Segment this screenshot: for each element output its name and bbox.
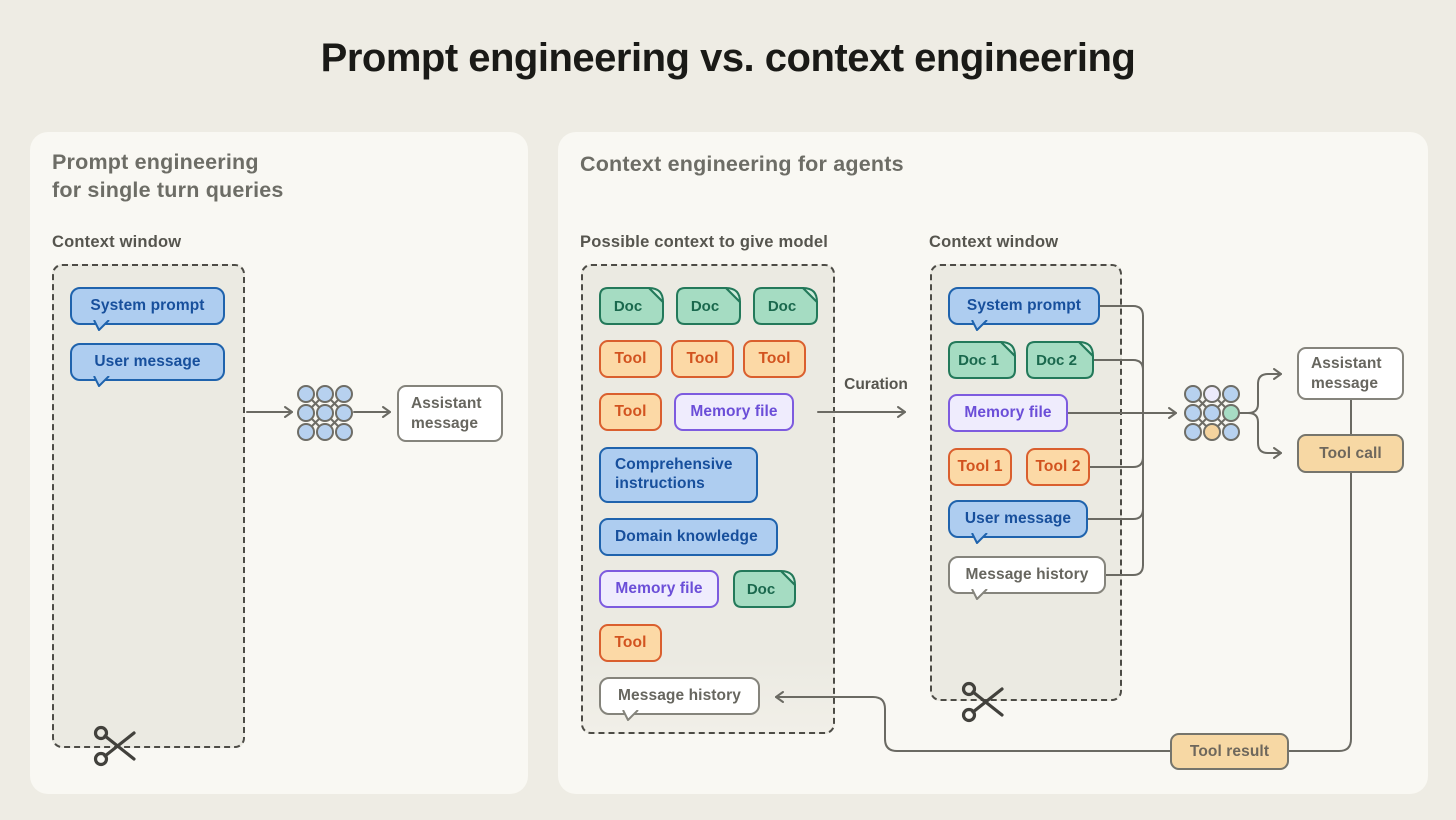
box-label: Assistant message [411,395,482,432]
chip-label: System prompt [966,297,1082,314]
neural-network-icon [297,385,353,441]
chip-system-prompt: System prompt [70,287,225,331]
box-tool-call: Tool call [1297,434,1404,473]
right-context-window-box [930,264,1122,701]
left-context-window-box [52,264,245,748]
chip-label: User message [94,353,201,370]
document-icon [1026,341,1094,379]
box-assistant-message: Assistant message [1297,347,1404,400]
chip-label: Domain knowledge [615,527,758,545]
document-icon [599,287,664,325]
chip-tool: Tool [599,624,662,662]
page-title: Prompt engineering vs. context engineeri… [320,36,1136,80]
chip-label: Tool [758,350,791,367]
chip-memory-file: Memory file [599,570,719,608]
document-icon [733,570,796,608]
chip-label: Comprehensive instructions [615,456,733,492]
chip-label: User message [964,510,1072,527]
document-icon [753,287,818,325]
chip-user-message: User message [70,343,225,387]
chip-label: Tool [614,403,647,420]
chip-domain-knowledge: Domain knowledge [599,518,778,556]
box-label: Tool result [1189,742,1270,760]
chip-doc: Doc [599,287,664,325]
chip-message-history: Message history [948,556,1106,600]
chip-tool-2: Tool 2 [1026,448,1090,486]
bubble-tail [93,376,110,387]
chip-label: Tool 1 [957,458,1003,475]
document-icon [676,287,741,325]
chip-doc-2: Doc 2 [1026,341,1094,379]
chip-tool: Tool [671,340,734,378]
box-assistant-message: Assistant message [397,385,503,442]
chip-doc: Doc [733,570,796,608]
chip-label: Tool [614,350,647,367]
box-tool-result: Tool result [1170,733,1289,770]
left-panel-heading: Prompt engineering for single turn queri… [52,150,284,203]
chip-label: Tool [686,350,719,367]
bubble-tail [93,320,110,331]
chip-label: Memory file [615,580,703,597]
chip-label: Message history [618,687,741,704]
document-icon [948,341,1016,379]
chip-tool: Tool [743,340,806,378]
chip-doc: Doc [753,287,818,325]
chip-memory-file: Memory file [674,393,794,431]
chip-memory-file: Memory file [948,394,1068,432]
chip-label: Message history [965,566,1089,583]
box-label: Assistant message [1311,355,1382,392]
chip-doc-1: Doc 1 [948,341,1016,379]
scissors-icon [93,725,136,767]
bubble-tail [971,320,988,331]
chip-tool: Tool [599,340,662,378]
chip-user-message: User message [948,500,1088,544]
possible-context-label: Possible context to give model [580,233,829,251]
left-context-window-label: Context window [52,233,182,251]
chip-system-prompt: System prompt [948,287,1100,331]
chip-label: Tool [614,634,647,651]
chip-label: System prompt [90,297,205,314]
curation-label: Curation [844,376,908,393]
neural-network-icon [1184,385,1240,441]
chip-label: Memory file [964,404,1052,421]
bubble-tail [971,589,988,600]
chip-label: Tool 2 [1035,458,1081,475]
scissors-icon [961,681,1004,723]
chip-message-history: Message history [599,677,760,721]
box-label: Tool call [1319,444,1382,462]
chip-label: Memory file [690,403,778,420]
bubble-tail [971,533,988,544]
bubble-tail [622,710,639,721]
right-panel-heading: Context engineering for agents [580,152,904,176]
right-context-window-label: Context window [929,233,1059,251]
chip-comprehensive-instructions: Comprehensive instructions [599,447,758,503]
chip-tool-1: Tool 1 [948,448,1012,486]
chip-doc: Doc [676,287,741,325]
chip-tool: Tool [599,393,662,431]
